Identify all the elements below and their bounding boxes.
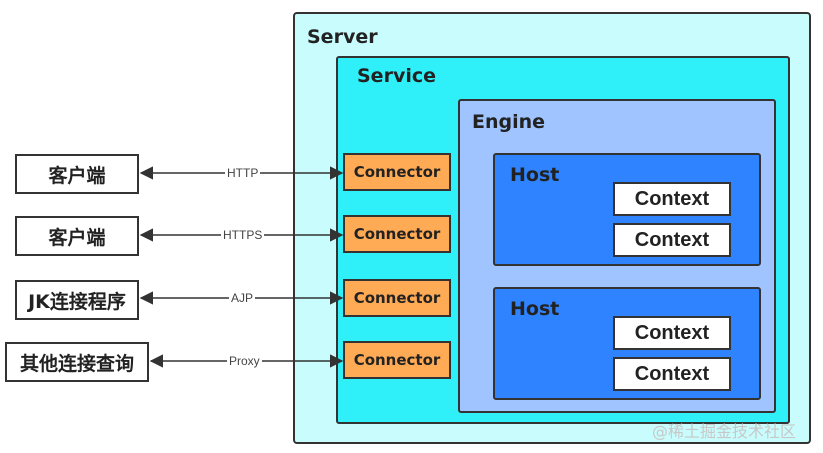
connector-https: Connector [343, 215, 451, 253]
host-label-2: Host [510, 298, 560, 320]
service-label: Service [357, 65, 436, 87]
client-other: 其他连接查询 [5, 342, 149, 382]
watermark: @稀土掘金技术社区 [652, 422, 797, 441]
connector-ajp: Connector [343, 279, 451, 317]
client-jk: JK连接程序 [15, 280, 139, 320]
connector-proxy: Connector [343, 341, 451, 379]
context-box: Context [613, 357, 731, 391]
context-box: Context [613, 316, 731, 350]
server-label: Server [307, 26, 378, 48]
connector-http: Connector [343, 153, 451, 191]
context-box: Context [613, 182, 731, 216]
context-box: Context [613, 223, 731, 257]
host-label-1: Host [510, 164, 560, 186]
protocol-label-https: HTTPS [221, 228, 265, 242]
protocol-label-http: HTTP [225, 166, 261, 180]
client-https: 客户端 [15, 216, 139, 256]
protocol-label-ajp: AJP [229, 291, 256, 305]
engine-label: Engine [472, 111, 546, 133]
client-http: 客户端 [15, 154, 139, 194]
protocol-label-proxy: Proxy [227, 354, 262, 368]
